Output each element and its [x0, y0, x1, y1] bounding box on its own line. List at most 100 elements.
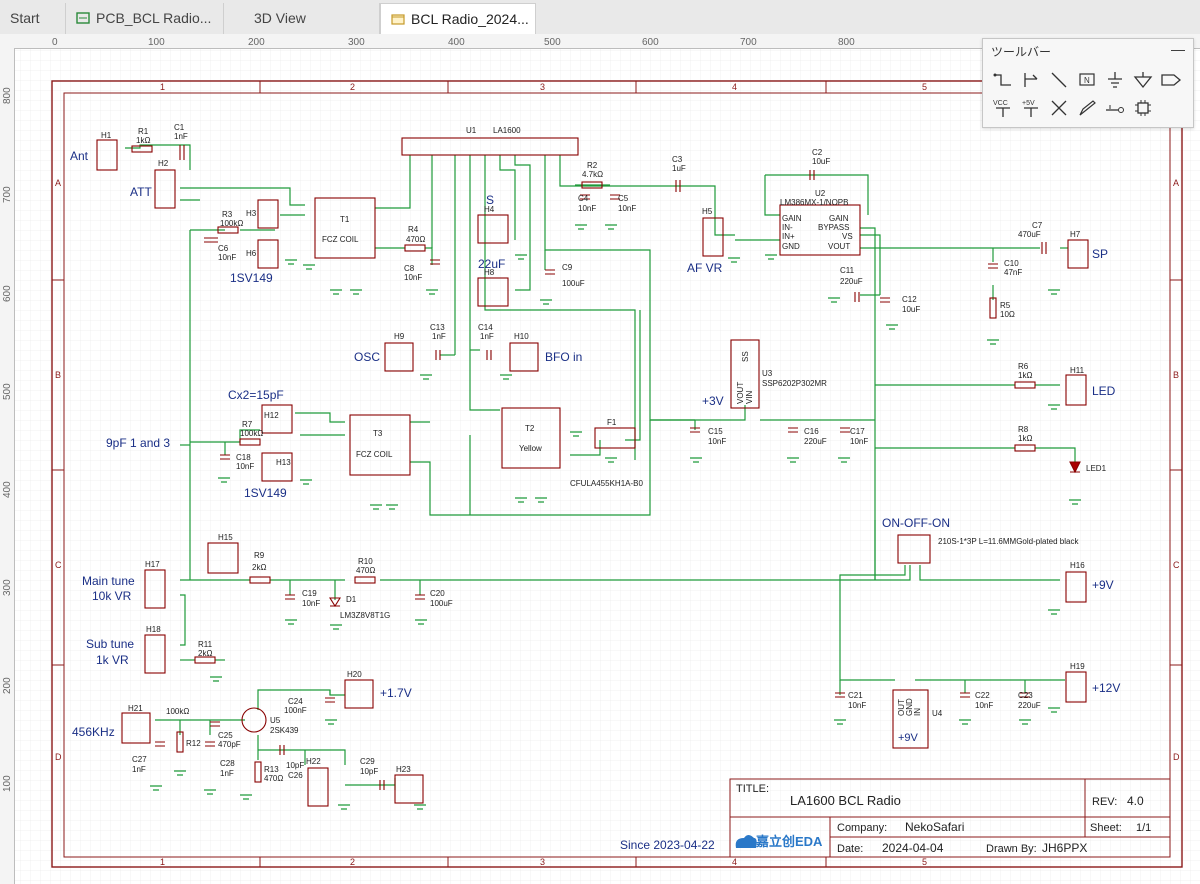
h3-body[interactable] — [257, 199, 279, 229]
h17-body[interactable] — [144, 569, 166, 609]
d1-body[interactable] — [329, 597, 341, 608]
components — [96, 137, 1089, 807]
u2-body[interactable] — [779, 204, 861, 256]
tb-company: NekoSafari — [905, 820, 964, 834]
toolbar-minimize-button[interactable]: — — [1171, 41, 1185, 57]
u5-ref: U5 — [270, 716, 281, 725]
h17-ref: H17 — [145, 560, 160, 569]
h5-body[interactable] — [702, 217, 724, 257]
vcc-icon: VCC — [993, 100, 1010, 117]
bus-tool-button[interactable] — [1019, 69, 1043, 91]
r3-body[interactable] — [217, 226, 239, 234]
freehand-tool-button[interactable] — [1075, 97, 1099, 119]
r1-body[interactable] — [131, 145, 153, 153]
c16-val: 220uF — [804, 437, 827, 446]
gnd-arrow-tool-button[interactable] — [1131, 69, 1155, 91]
t1-body[interactable] — [314, 197, 376, 259]
u2-ref: U2 — [815, 189, 826, 198]
r4-body[interactable] — [404, 244, 426, 252]
u4-body[interactable] — [892, 689, 929, 749]
label-osc: OSC — [354, 350, 380, 364]
r5-body[interactable] — [989, 297, 997, 319]
f1-body[interactable] — [594, 427, 636, 449]
frame-row-b: B — [55, 370, 61, 380]
h6-body[interactable] — [257, 239, 279, 269]
u1-body[interactable] — [401, 137, 579, 156]
h1-body[interactable] — [96, 139, 118, 171]
h9-body[interactable] — [384, 342, 414, 372]
h7-body[interactable] — [1067, 239, 1089, 269]
tab-schematic[interactable]: BCL Radio_2024... — [380, 3, 536, 34]
c11-val: 220uF — [840, 277, 863, 286]
u3-body[interactable] — [730, 339, 760, 409]
r7-val: 100kΩ — [240, 429, 263, 438]
h19-body[interactable] — [1065, 671, 1087, 703]
tab-pcb[interactable]: PCB_BCL Radio... — [66, 3, 224, 34]
port-tool-button[interactable] — [1159, 69, 1183, 91]
floating-toolbar[interactable]: ツールバー — N VCC +5V — [982, 38, 1194, 128]
t3-val: FCZ COIL — [356, 450, 393, 459]
wire-tool-button[interactable] — [991, 69, 1015, 91]
r8-body[interactable] — [1014, 444, 1036, 452]
switch-body[interactable] — [897, 534, 931, 564]
r7-body[interactable] — [239, 438, 261, 446]
h11-body[interactable] — [1065, 374, 1087, 406]
d1-ref: D1 — [346, 595, 357, 604]
no-connect-tool-button[interactable] — [1047, 97, 1071, 119]
c29-val: 10pF — [360, 767, 378, 776]
u3-pin-vin: VIN — [745, 390, 754, 404]
r6-body[interactable] — [1014, 381, 1036, 389]
c6-val: 10nF — [218, 253, 236, 262]
t1-val: FCZ COIL — [322, 235, 359, 244]
u2-pin-bypass: BYPASS — [818, 223, 849, 232]
pin-tool-button[interactable] — [1103, 97, 1127, 119]
h2-body[interactable] — [154, 169, 176, 209]
h16-body[interactable] — [1065, 571, 1087, 603]
r12-body[interactable] — [176, 731, 184, 753]
h10-body[interactable] — [509, 342, 539, 372]
label-1sv149-bottom: 1SV149 — [244, 486, 287, 500]
h20-body[interactable] — [344, 679, 374, 709]
h21-body[interactable] — [121, 712, 151, 744]
h4-body[interactable] — [477, 214, 509, 244]
label-ant: Ant — [70, 149, 89, 163]
h22-body[interactable] — [307, 767, 329, 807]
t2-body[interactable] — [501, 407, 561, 469]
h23-body[interactable] — [394, 774, 424, 804]
led1-body[interactable] — [1069, 461, 1081, 474]
tab-start[interactable]: Start — [0, 3, 66, 34]
r2-body[interactable] — [581, 181, 603, 189]
r9-body[interactable] — [249, 576, 271, 584]
ground-tool-button[interactable] — [1103, 69, 1127, 91]
r13-body[interactable] — [254, 761, 262, 783]
u5-body[interactable] — [241, 707, 267, 733]
plus5v-tool-button[interactable]: +5V — [1019, 97, 1043, 119]
c3-val: 1uF — [672, 164, 686, 173]
c6-ref: C6 — [218, 244, 229, 253]
frame-col-3: 3 — [540, 82, 545, 92]
c14-val: 1nF — [480, 332, 494, 341]
vcc-tool-button[interactable]: VCC — [991, 97, 1015, 119]
line-tool-button[interactable] — [1047, 69, 1071, 91]
component-tool-button[interactable] — [1131, 97, 1155, 119]
t3-body[interactable] — [349, 414, 411, 476]
c10-val: 47nF — [1004, 268, 1022, 277]
label-sub-1k: 1k VR — [96, 653, 129, 667]
h18-body[interactable] — [144, 634, 166, 674]
c23-val: 220uF — [1018, 701, 1041, 710]
tab-3d-view[interactable]: 3D View — [224, 3, 380, 34]
ruler-top-600: 600 — [642, 37, 659, 48]
h15-body[interactable] — [207, 542, 239, 574]
r11-ref: R11 — [198, 640, 213, 649]
h8-body[interactable] — [477, 277, 509, 307]
r10-body[interactable] — [354, 576, 376, 584]
u3-pin-vout: VOUT — [736, 382, 745, 404]
u4-pin-gnd: GND — [905, 698, 914, 716]
net-label-tool-button[interactable]: N — [1075, 69, 1099, 91]
ruler-top-100: 100 — [148, 37, 165, 48]
h13-body[interactable] — [261, 452, 293, 482]
c16-ref: C16 — [804, 427, 819, 436]
r11-body[interactable] — [194, 656, 216, 664]
h12-body[interactable] — [261, 404, 293, 434]
